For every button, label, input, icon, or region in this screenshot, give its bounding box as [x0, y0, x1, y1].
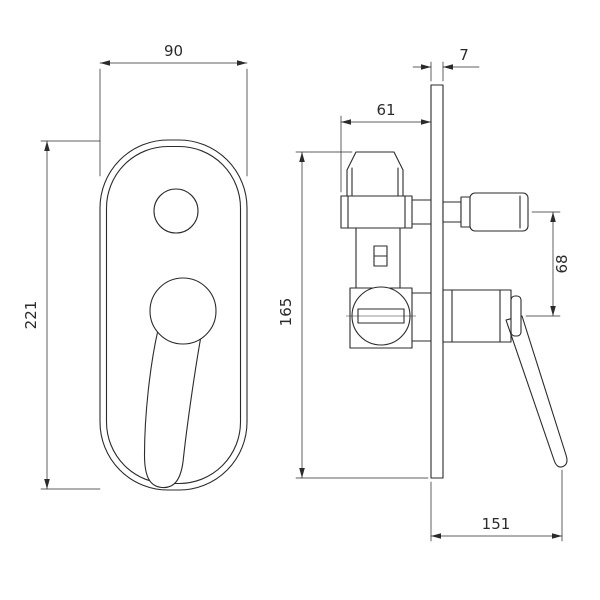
- dim-outlet-offset-label: 68: [553, 254, 571, 273]
- dimension-body-depth: 61: [340, 101, 432, 193]
- arrowhead-left: [421, 64, 431, 70]
- arrowhead-bottom: [44, 479, 50, 489]
- side-view: [340, 84, 568, 479]
- dim-overall-depth-label: 151: [482, 515, 511, 533]
- dimension-overall-depth: 151: [430, 469, 563, 542]
- arrowhead-right: [552, 533, 562, 539]
- arrowhead-top: [44, 141, 50, 151]
- arrowhead-bottom: [299, 468, 305, 478]
- front-view: [99, 139, 248, 491]
- front-handle-hub: [149, 277, 217, 345]
- handle-pivot-cap: [510, 295, 522, 337]
- dimension-front-width: 90: [99, 42, 248, 177]
- arrowhead-left: [341, 119, 351, 125]
- diverter-cap: [346, 151, 404, 197]
- side-wall-plate: [430, 84, 444, 479]
- arrowhead-top: [550, 212, 556, 222]
- dimension-front-height: 221: [22, 140, 101, 490]
- dim-body-depth-label: 61: [376, 101, 395, 119]
- arrowhead-bottom: [550, 306, 556, 316]
- outlet-collar: [460, 196, 471, 228]
- handle-base: [442, 289, 512, 343]
- arrowhead-top: [299, 152, 305, 162]
- outlet-knob: [469, 192, 529, 232]
- side-lever-handle: [505, 315, 568, 468]
- arrowhead-left: [431, 533, 441, 539]
- dim-front-width-label: 90: [164, 42, 183, 60]
- dim-body-height-label: 165: [277, 298, 295, 327]
- front-diverter-button: [153, 188, 199, 234]
- arrowhead-right: [237, 60, 247, 66]
- outlet-stub: [442, 201, 462, 223]
- dim-plate-thickness-label: 7: [459, 46, 469, 64]
- arrowhead-left: [100, 60, 110, 66]
- diverter-flange: [340, 195, 413, 229]
- dimension-body-height: 165: [277, 151, 429, 479]
- arrowhead-right: [421, 119, 431, 125]
- dimension-outlet-offset: 68: [525, 211, 571, 317]
- dim-front-height-label: 221: [22, 301, 40, 330]
- arrowhead-right: [443, 64, 453, 70]
- front-lever-handle: [143, 329, 202, 489]
- dimension-plate-thickness: 7: [412, 46, 480, 82]
